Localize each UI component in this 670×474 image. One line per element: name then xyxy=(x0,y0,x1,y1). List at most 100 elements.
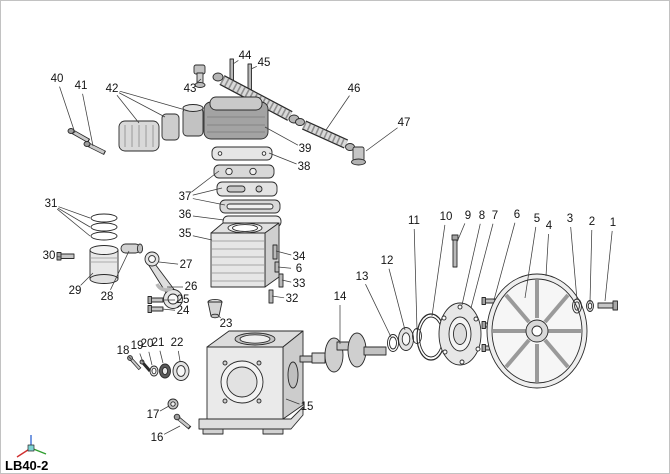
washer-2 xyxy=(586,300,594,312)
part-label-4: 4 xyxy=(546,220,553,232)
part-label-23: 23 xyxy=(220,318,233,330)
leader-line-16 xyxy=(163,425,181,435)
leader-line-17 xyxy=(159,405,170,412)
leader-line-44 xyxy=(232,60,239,65)
leader-line-20 xyxy=(148,351,153,366)
part-label-5: 5 xyxy=(534,213,540,225)
part-label-20: 20 xyxy=(141,338,154,350)
leader-line-47 xyxy=(365,127,398,152)
leader-line-37 xyxy=(192,187,223,196)
crankcase xyxy=(198,330,304,435)
leader-line-31 xyxy=(56,208,91,237)
crankshaft xyxy=(299,332,387,373)
part-label-17: 17 xyxy=(147,409,160,421)
leader-line-43 xyxy=(195,78,202,84)
part-label-26: 26 xyxy=(185,281,198,293)
washer-20 xyxy=(149,365,159,377)
part-label-24: 24 xyxy=(177,305,190,317)
part-label-31: 31 xyxy=(45,198,58,210)
part-label-19: 19 xyxy=(131,340,144,352)
leader-line-6 xyxy=(277,266,292,269)
valve-plate-upper xyxy=(213,164,275,179)
leader-line-45 xyxy=(250,66,257,70)
leader-line-10 xyxy=(431,224,446,317)
axis-indicator xyxy=(16,435,47,458)
cylinder-head-cover xyxy=(203,96,269,140)
part-label-43: 43 xyxy=(184,83,197,95)
inlet-elbow-fitting xyxy=(193,64,206,88)
part-label-39: 39 xyxy=(299,143,312,155)
leader-line-5 xyxy=(524,226,537,299)
part-label-33: 33 xyxy=(293,278,306,290)
air-filter-assembly xyxy=(118,104,204,152)
bearing-cover-plate xyxy=(438,302,482,366)
leader-line-35 xyxy=(192,235,213,241)
leader-line-34 xyxy=(275,250,292,256)
part-label-34: 34 xyxy=(293,251,306,263)
piston xyxy=(89,245,119,284)
part-label-11: 11 xyxy=(408,215,420,227)
leader-line-36 xyxy=(192,215,225,221)
oil-plug xyxy=(167,398,179,410)
leader-line-15 xyxy=(285,398,300,405)
drawing-number: LB40-2 xyxy=(5,458,48,473)
cover-bolt-19 xyxy=(139,359,152,372)
outlet-elbow-fitting xyxy=(351,146,366,166)
part-label-45: 45 xyxy=(258,57,271,69)
part-label-25: 25 xyxy=(177,294,190,306)
leader-line-29 xyxy=(80,272,94,286)
part-label-16: 16 xyxy=(151,432,164,444)
leader-line-33 xyxy=(281,279,292,283)
leader-line-38 xyxy=(268,152,297,165)
leader-line-4 xyxy=(545,233,549,277)
part-label-10: 10 xyxy=(440,211,453,223)
head-stud-bolt-right xyxy=(247,63,252,93)
leader-line-37 xyxy=(192,198,226,206)
leader-line-42 xyxy=(118,92,166,118)
rod-cap xyxy=(155,283,174,292)
leader-lines-layer xyxy=(56,60,613,435)
part-label-2: 2 xyxy=(589,216,595,228)
part-label-8: 8 xyxy=(479,210,485,222)
leader-line-12 xyxy=(388,268,406,331)
part-label-1: 1 xyxy=(610,217,616,229)
leader-line-22 xyxy=(177,350,181,362)
leader-line-40 xyxy=(59,86,76,134)
part-label-15: 15 xyxy=(301,401,314,413)
piston-rings xyxy=(90,213,118,241)
part-label-36: 36 xyxy=(179,209,192,221)
filter-mount-bolt-b xyxy=(83,141,107,156)
filter-mount-bolt-a xyxy=(67,128,91,143)
part-label-21: 21 xyxy=(152,337,165,349)
leader-line-3 xyxy=(570,226,578,301)
leader-line-27 xyxy=(158,261,179,265)
leader-line-41 xyxy=(82,93,94,147)
leader-line-13 xyxy=(365,284,392,338)
cylinder-stud-33 xyxy=(278,273,284,288)
part-label-18: 18 xyxy=(117,345,130,357)
leader-line-37 xyxy=(191,170,220,193)
oil-seal-21 xyxy=(159,363,171,379)
part-label-47: 47 xyxy=(398,117,411,129)
wrist-pin xyxy=(120,243,144,254)
breather-valve xyxy=(207,298,223,319)
leader-line-23 xyxy=(216,313,221,319)
leader-line-31 xyxy=(57,207,91,228)
axis-origin-box xyxy=(27,444,35,452)
cylinder-stud-32 xyxy=(268,289,274,304)
part-label-3: 3 xyxy=(567,213,573,225)
leader-line-7 xyxy=(470,223,494,309)
leader-line-28 xyxy=(110,250,130,290)
leader-line-2 xyxy=(589,229,593,303)
cylinder-stud-34 xyxy=(272,244,278,260)
flywheel-bolt-1 xyxy=(597,300,618,311)
valve-gasket xyxy=(219,199,281,214)
part-label-6: 6 xyxy=(296,263,302,275)
bearing-22 xyxy=(172,361,190,381)
stud-bolt-9 xyxy=(451,234,459,268)
leader-line-32 xyxy=(271,295,285,299)
leader-line-9 xyxy=(456,223,466,243)
